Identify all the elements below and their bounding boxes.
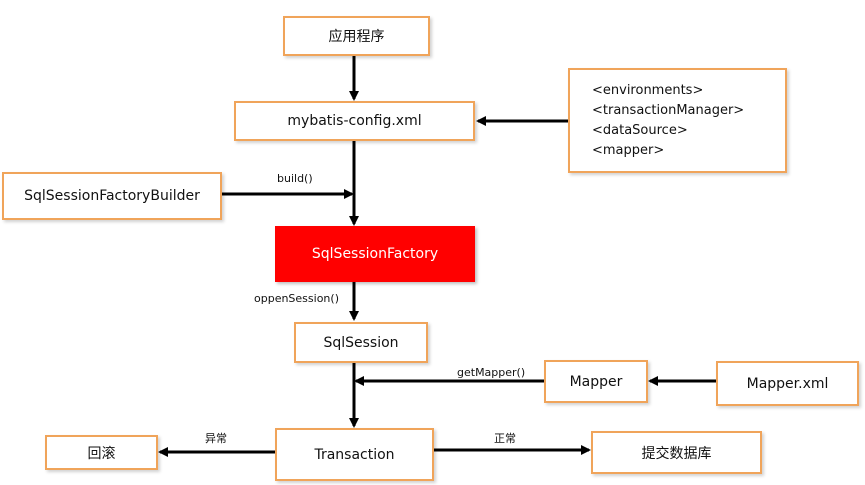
open-session-label: oppenSession() (254, 292, 339, 305)
session-node: SqlSession (294, 322, 428, 363)
mapper-node: Mapper (544, 360, 648, 403)
build-label: build() (277, 172, 313, 185)
env-item-transaction-manager: <transactionManager> (592, 102, 745, 118)
app-node: 应用程序 (283, 16, 430, 56)
env-item-mapper: <mapper> (592, 142, 665, 158)
normal-label: 正常 (494, 432, 516, 445)
mapper-xml-node: Mapper.xml (716, 361, 859, 406)
factory-node: SqlSessionFactory (275, 226, 475, 282)
exception-label: 异常 (205, 432, 227, 445)
commit-node: 提交数据库 (591, 431, 762, 474)
get-mapper-label: getMapper() (457, 366, 526, 379)
config-node: mybatis-config.xml (234, 101, 475, 141)
transaction-node: Transaction (275, 428, 434, 481)
builder-node: SqlSessionFactoryBuilder (2, 172, 222, 220)
env-item-data-source: <dataSource> (592, 122, 688, 138)
env-item-environments: <environments> (592, 82, 704, 98)
environment-elements-node: <environments> <transactionManager> <dat… (568, 68, 787, 173)
rollback-node: 回滚 (45, 435, 158, 470)
